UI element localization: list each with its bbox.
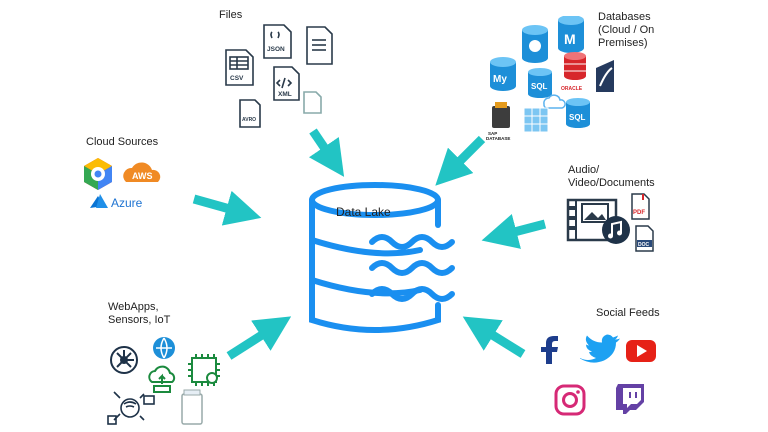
azure-icon: Azure: [90, 194, 143, 210]
oracle-text: ORACLE: [561, 86, 583, 92]
twitch-icon: [616, 384, 644, 414]
json-file-icon: [263, 24, 292, 59]
xml-file-icon: [273, 66, 300, 101]
globe-icon: [153, 337, 175, 359]
iot-icons: [107, 337, 220, 425]
mariadb-icon: M: [558, 16, 584, 53]
social-group: [534, 334, 664, 420]
social-label: Social Feeds: [596, 307, 660, 319]
svg-text:M: M: [564, 31, 576, 47]
databases-label: Databases (Cloud / On Premises): [598, 11, 655, 49]
arrow-media: [481, 214, 547, 249]
cloud-sources-group: AWS Azure: [84, 156, 174, 212]
pdf-text: PDF: [633, 210, 645, 216]
data-lake-label: Data Lake: [336, 205, 391, 219]
csv-text: CSV: [230, 75, 244, 82]
xml-text: XML: [278, 91, 292, 98]
orc-file-icon: [303, 91, 322, 114]
social-icons: [541, 334, 656, 416]
postgresql-icon: [522, 25, 548, 63]
mysql-text: My: [493, 74, 507, 85]
media-icons: PDF DOC: [566, 193, 654, 252]
data-lake: [300, 180, 475, 340]
pdf-icon: PDF: [631, 193, 650, 220]
data-lake-cylinder-icon: [309, 182, 455, 333]
cloud-upload-icon: [148, 365, 176, 393]
aws-icon: AWS: [123, 162, 161, 182]
media-label: Audio/ Video/Documents: [568, 164, 655, 189]
iot-label: WebApps, Sensors, IoT: [108, 301, 171, 326]
audio-icon: [602, 216, 630, 244]
google-cloud-icon: [84, 158, 112, 190]
network-hub-icon: [110, 346, 138, 374]
cloud-provider-icons: AWS Azure: [84, 158, 161, 210]
svg-text:DATABASE: DATABASE: [486, 136, 510, 141]
chip-icon: [188, 354, 220, 386]
wifi-device-icon: [107, 391, 155, 425]
doc-icon: DOC: [635, 225, 654, 252]
json-text: JSON: [267, 46, 285, 53]
twitter-icon: [580, 334, 620, 363]
arrow-cloud: [192, 190, 262, 226]
avro-file-icon: [239, 99, 261, 128]
files-label: Files: [219, 9, 243, 21]
arrow-files: [309, 128, 345, 177]
avro-text: AVRO: [242, 117, 256, 123]
database-icons: M My SQL ORACLE: [486, 16, 614, 141]
instagram-icon: [554, 384, 586, 416]
iot-group: [104, 332, 224, 428]
sql-icon-2: SQL: [566, 98, 590, 128]
cloud-sources-label: Cloud Sources: [86, 136, 159, 148]
cube-icon: [523, 107, 549, 133]
sap-text: SAP: [488, 131, 497, 136]
arrow-databases: [435, 135, 486, 186]
databases-group: M My SQL ORACLE: [486, 16, 626, 144]
arrow-iot: [226, 316, 292, 360]
media-group: PDF DOC: [566, 192, 666, 254]
oracle-icon: ORACLE: [561, 52, 586, 92]
azure-text: Azure: [111, 196, 143, 210]
facebook-icon: [541, 336, 558, 364]
arrow-social: [462, 316, 526, 358]
file-icons: JSON CSV XML AVRO: [225, 24, 333, 128]
phone-device-icon: [181, 389, 203, 425]
doc-text: DOC: [638, 242, 650, 248]
youtube-icon: [626, 340, 656, 362]
aws-text: AWS: [132, 171, 153, 181]
csv-file-icon: [225, 49, 254, 86]
sql-server-icon: [596, 60, 614, 92]
sql-icon: SQL: [528, 68, 552, 98]
sql-text-2: SQL: [569, 113, 586, 122]
files-group: JSON CSV XML AVRO: [222, 20, 342, 130]
sql-text: SQL: [531, 82, 548, 91]
mysql-icon: My: [490, 57, 516, 91]
sap-database-icon: SAP DATABASE: [486, 102, 510, 141]
